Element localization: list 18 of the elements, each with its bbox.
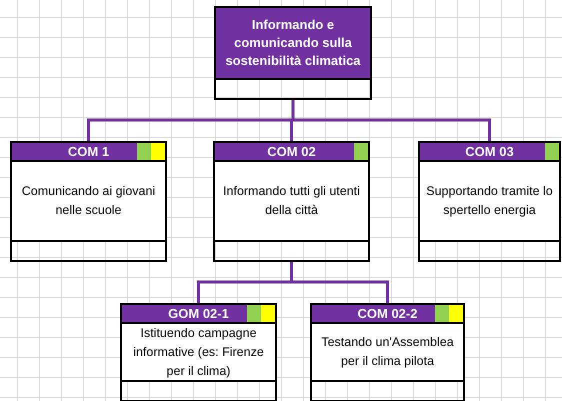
card-description: Comunicando ai giovani nelle scuole xyxy=(20,183,156,219)
card-code: COM 02 xyxy=(267,142,316,160)
task-card xyxy=(310,303,465,401)
task-card xyxy=(213,141,370,262)
card-title: Informando e comunicando sulla sostenibilità climatica xyxy=(224,16,362,70)
task-card xyxy=(10,141,167,262)
task-card xyxy=(418,141,561,262)
connector-line xyxy=(290,260,389,303)
task-card xyxy=(120,303,277,401)
card-description: Informando tutti gli utenti della città xyxy=(222,183,361,219)
card-description: Supportando tramite lo spertello energia xyxy=(425,183,554,219)
card-description: Istituendo campagne informative (es: Firenze per il clima) xyxy=(132,324,265,380)
card-code: COM 1 xyxy=(68,142,110,160)
card-code: GOM 02-1 xyxy=(168,304,229,322)
task-card xyxy=(214,6,372,100)
card-description: Testando un'Assemblea per il clima pilota xyxy=(320,334,455,370)
card-code: COM 02-2 xyxy=(358,304,418,322)
card-code: COM 03 xyxy=(465,142,514,160)
